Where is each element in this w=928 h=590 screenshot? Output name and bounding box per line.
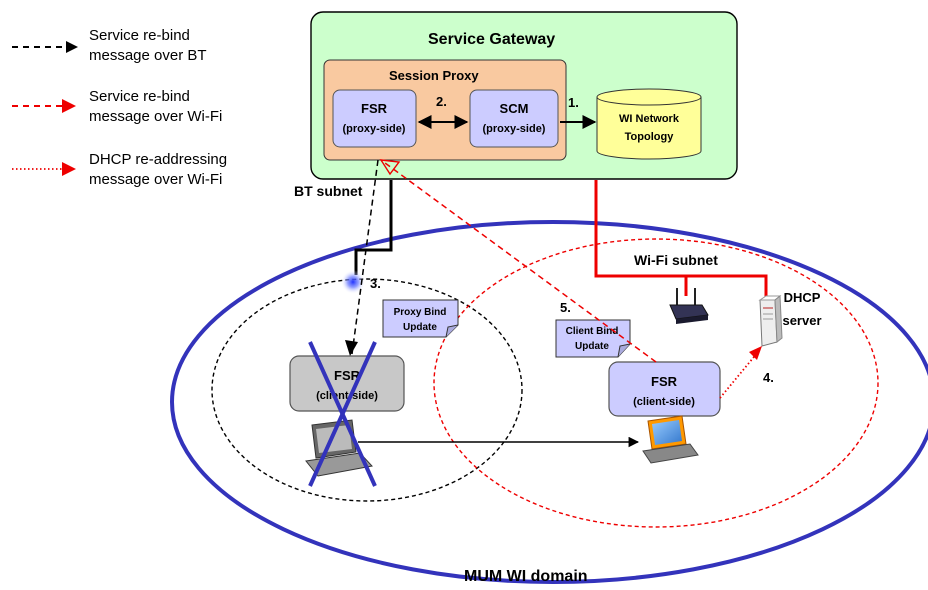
fsr-proxy-title: FSR: [361, 101, 388, 116]
step-2-label: 2.: [436, 94, 447, 109]
cross-line-2: [308, 341, 377, 487]
gateway-title: Service Gateway: [428, 31, 555, 48]
dhcp-server-icon: [758, 294, 783, 347]
fsr-client-new-title: FSR: [651, 374, 678, 389]
wifi-subnet-link: [594, 180, 768, 300]
fsr-client-old-box: [289, 355, 405, 412]
legend-bt-arrowhead: [66, 41, 78, 53]
wifi-router-icon: [669, 288, 709, 324]
fsr-client-new-box: [608, 361, 721, 417]
wifi-subnet-label: Wi-Fi subnet: [634, 252, 718, 268]
bt-rebind-arrowhead: [345, 340, 358, 356]
fsr-proxy-subtitle: (proxy-side): [343, 123, 406, 135]
dhcp-readdress-arrowhead: [749, 346, 762, 360]
client-bind-text-2: Update: [575, 341, 609, 352]
legend-dhcp-text-1: DHCP re-addressing: [89, 151, 227, 168]
bt-rebind-arrow: [351, 159, 379, 355]
topology-cylinder-body: [596, 97, 702, 160]
dhcp-readdress-arrow: [719, 351, 759, 399]
wifi-coverage-circle: [433, 238, 879, 528]
wifi-rebind-arrow: [380, 159, 657, 363]
topology-database: [596, 88, 702, 160]
fsr-client-old-title: FSR: [334, 368, 361, 383]
legend-wifi-text-2: message over Wi-Fi: [89, 108, 222, 125]
step-5-label: 5.: [560, 300, 571, 315]
wifi-rebind-arrowhead: [379, 159, 401, 176]
legend-dhcp-text-2: message over Wi-Fi: [89, 171, 222, 188]
fsr-proxy-box: [332, 89, 417, 148]
mum-wi-domain-ellipse: [170, 220, 928, 584]
legend-dhcp-arrowhead: [62, 162, 76, 176]
legend-bt-text-2: message over BT: [89, 47, 207, 64]
laptop-old-icon: [305, 419, 373, 477]
session-proxy-title: Session Proxy: [389, 68, 479, 83]
proxy-bind-text-1: Proxy Bind: [394, 307, 447, 318]
topology-cylinder-top: [596, 88, 702, 106]
step-3-label: 3.: [370, 276, 381, 291]
legend-bt-text-1: Service re-bind: [89, 27, 190, 44]
topology-label-1: WI Network: [619, 113, 680, 125]
bt-subnet-label: BT subnet: [294, 183, 363, 199]
bt-coverage-circle: [211, 278, 523, 502]
bt-subnet-link: [354, 180, 393, 275]
laptop-new-icon: [642, 415, 699, 464]
legend-wifi-text-1: Service re-bind: [89, 88, 190, 105]
topology-label-2: Topology: [625, 131, 675, 143]
client-bind-text-1: Client Bind: [566, 326, 619, 337]
step-4-label: 4.: [763, 370, 774, 385]
fsr-client-new-subtitle: (client-side): [633, 396, 695, 408]
dhcp-label-2: server: [782, 313, 821, 328]
dhcp-label-1: DHCP: [784, 290, 821, 305]
proxy-bind-text-2: Update: [403, 322, 437, 333]
scm-proxy-box: [469, 89, 559, 148]
legend: Service re-bind message over BT Service …: [12, 27, 227, 188]
bt-access-point-glow: [341, 270, 365, 294]
client-bind-note-fold: [617, 343, 631, 358]
legend-wifi-arrowhead: [62, 99, 76, 113]
scm-proxy-title: SCM: [500, 101, 529, 116]
step-1-label: 1.: [568, 95, 579, 110]
domain-label: MUM WI domain: [464, 568, 588, 585]
proxy-bind-note-fold: [445, 324, 459, 338]
scm-proxy-subtitle: (proxy-side): [483, 123, 546, 135]
